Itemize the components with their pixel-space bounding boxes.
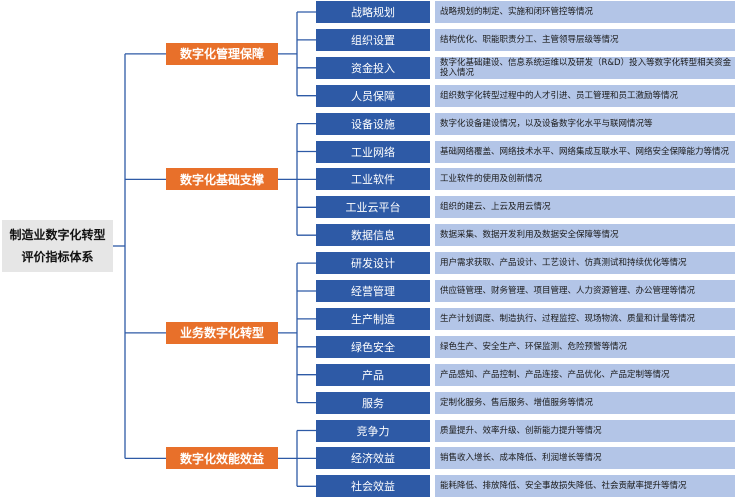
indicator-description: 数据采集、数据开发利用及数据安全保障等情况 [435, 224, 735, 247]
category-node: 数字化效能效益 [166, 447, 278, 470]
indicator-item: 数据信息 [316, 224, 430, 247]
indicator-description: 组织数字化转型过程中的人才引进、员工管理和员工激励等情况 [435, 84, 735, 107]
indicator-description: 绿色生产、安全生产、环保监测、危险预警等情况 [435, 335, 735, 358]
indicator-description: 产品感知、产品控制、产品连接、产品优化、产品定制等情况 [435, 363, 735, 386]
indicator-item: 研发设计 [316, 252, 430, 275]
category-node: 业务数字化转型 [166, 321, 278, 344]
indicator-item: 产品 [316, 363, 430, 386]
indicator-item: 工业云平台 [316, 196, 430, 219]
indicator-item: 经济效益 [316, 447, 430, 470]
indicator-item: 设备设施 [316, 112, 430, 135]
indicator-item: 服务 [316, 391, 430, 414]
category-node: 数字化管理保障 [166, 42, 278, 65]
indicator-item: 社会效益 [316, 475, 430, 498]
indicator-item: 工业网络 [316, 140, 430, 163]
indicator-item: 人员保障 [316, 84, 430, 107]
indicator-description: 质量提升、效率升级、创新能力提升等情况 [435, 419, 735, 442]
indicator-description: 供应链管理、财务管理、项目管理、人力资源管理、办公管理等情况 [435, 280, 735, 302]
indicator-item: 战略规划 [316, 1, 430, 23]
root-node: 制造业数字化转型 评价指标体系 [2, 220, 113, 272]
indicator-description: 定制化服务、售后服务、增值服务等情况 [435, 391, 735, 414]
indicator-item: 工业软件 [316, 168, 430, 191]
indicator-item: 绿色安全 [316, 335, 430, 358]
indicator-description: 用户需求获取、产品设计、工艺设计、仿真测试和持续优化等情况 [435, 252, 735, 275]
indicator-description: 战略规划的制定、实施和闭环管控等情况 [435, 1, 735, 23]
indicator-item: 竞争力 [316, 419, 430, 442]
indicator-item: 经营管理 [316, 280, 430, 302]
indicator-item: 生产制造 [316, 307, 430, 330]
category-node: 数字化基础支撑 [166, 168, 278, 191]
indicator-description: 生产计划调度、制造执行、过程监控、现场物流、质量和计量等情况 [435, 307, 735, 330]
indicator-description: 能耗降低、排放降低、安全事故损失降低、社会贡献率提升等情况 [435, 475, 735, 498]
indicator-description: 数字化设备建设情况，以及设备数字化水平与联网情况等 [435, 112, 735, 135]
indicator-description: 工业软件的使用及创新情况 [435, 168, 735, 191]
indicator-description: 数字化基础建设、信息系统运维以及研发（R&D）投入等数字化转型相关资金投入情况 [435, 56, 735, 79]
indicator-description: 结构优化、职能职责分工、主管领导层级等情况 [435, 28, 735, 51]
indicator-item: 组织设置 [316, 28, 430, 51]
indicator-description: 基础网络覆盖、网络技术水平、网络集成互联水平、网络安全保障能力等情况 [435, 140, 735, 163]
indicator-description: 销售收入增长、成本降低、利润增长等情况 [435, 447, 735, 470]
indicator-description: 组织的建云、上云及用云情况 [435, 196, 735, 219]
indicator-item: 资金投入 [316, 56, 430, 79]
